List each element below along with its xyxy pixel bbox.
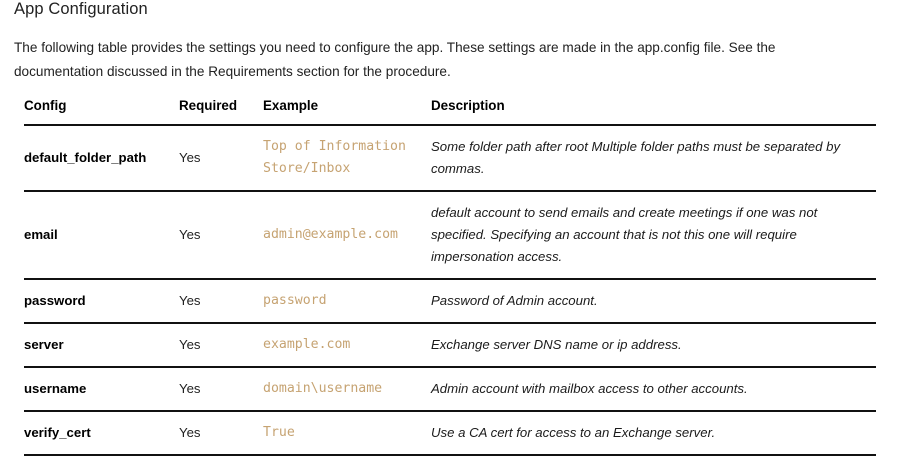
column-header-description: Description [431,98,876,126]
intro-paragraph: The following table provides the setting… [14,40,776,79]
column-header-required: Required [179,98,263,126]
table-row: password Yes password Password of Admin … [24,279,876,324]
table-row: verify_cert Yes True Use a CA cert for a… [24,411,876,456]
cell-example: example.com [263,323,431,368]
cell-required: Yes [179,125,263,192]
column-header-config: Config [24,98,179,126]
table-row: username Yes domain\username Admin accou… [24,367,876,412]
cell-required: Yes [179,191,263,280]
cell-config: username [24,367,179,412]
cell-description: default account to send emails and creat… [431,191,876,280]
table-row: default_folder_path Yes Top of Informati… [24,125,876,192]
cell-config: verify_cert [24,411,179,456]
document-page: App Configuration The following table pr… [14,0,876,456]
cell-config: email [24,191,179,280]
cell-example: True [263,411,431,456]
cell-example: Top of Information Store/Inbox [263,125,431,192]
cell-required: Yes [179,323,263,368]
table-header-row: Config Required Example Description [24,98,876,126]
page-title: App Configuration [14,0,148,18]
table-row: email Yes admin@example.com default acco… [24,191,876,280]
cell-required: Yes [179,279,263,324]
config-table-wrapper: Config Required Example Description defa… [24,98,876,456]
cell-description: Use a CA cert for access to an Exchange … [431,411,876,456]
cell-config: password [24,279,179,324]
cell-example: password [263,279,431,324]
table-body: default_folder_path Yes Top of Informati… [24,125,876,456]
cell-description: Some folder path after root Multiple fol… [431,125,876,192]
table-row: server Yes example.com Exchange server D… [24,323,876,368]
config-table: Config Required Example Description defa… [24,98,876,456]
cell-config: default_folder_path [24,125,179,192]
cell-required: Yes [179,367,263,412]
cell-description: Password of Admin account. [431,279,876,324]
cell-description: Exchange server DNS name or ip address. [431,323,876,368]
table-header: Config Required Example Description [24,98,876,126]
cell-example: domain\username [263,367,431,412]
column-header-example: Example [263,98,431,126]
cell-config: server [24,323,179,368]
cell-required: Yes [179,411,263,456]
cell-example: admin@example.com [263,191,431,280]
cell-description: Admin account with mailbox access to oth… [431,367,876,412]
